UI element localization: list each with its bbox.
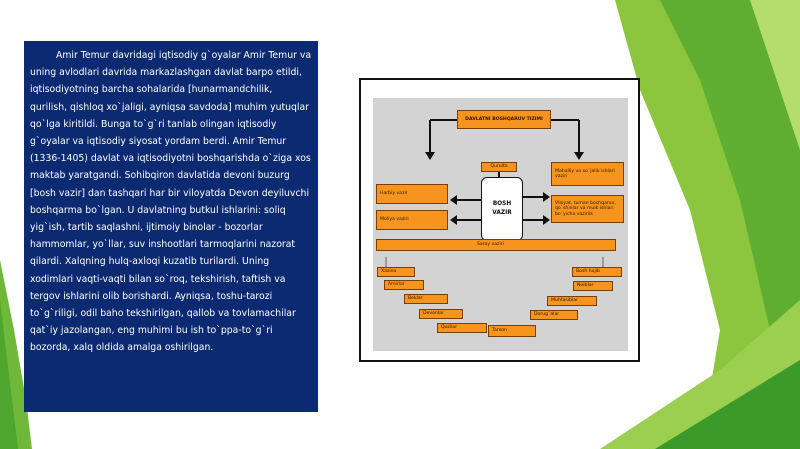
cascade-right-dorugalar: Dorug`alar bbox=[530, 310, 578, 320]
body-paragraph: Amir Temur davridagi iqtisodiy g`oyalar … bbox=[30, 50, 312, 354]
diagram-figure: DAVLATNI BOSHQARUV TIZIMI Qurulta BOSH V… bbox=[359, 78, 640, 362]
title-right-arrowhead bbox=[574, 152, 584, 160]
title-left-arrowhead bbox=[425, 152, 435, 160]
cascade-left-amirlar: Amirlar bbox=[384, 280, 424, 290]
diagram-area: DAVLATNI BOSHQARUV TIZIMI Qurulta BOSH V… bbox=[373, 98, 628, 351]
cascade-left-beklar: Beklar bbox=[404, 294, 448, 304]
cascade-left-qozilar: Qozilar bbox=[437, 323, 487, 333]
moliya-arrowhead bbox=[450, 215, 457, 225]
cascade-right-noiblar: Noiblar bbox=[573, 281, 613, 291]
mahalliy-arrowhead bbox=[543, 192, 550, 202]
bosh-vazir-line1: BOSH bbox=[492, 201, 512, 207]
harbiy-vazir-box: Harbiy vazir bbox=[376, 184, 448, 204]
saroy-vaziri-bar: Saroy vaziri bbox=[376, 239, 616, 251]
viloyat-vazirlik-box: Viloyat, tuman boshqaruv, qo`shinlar va … bbox=[551, 195, 624, 223]
mahalliy-vazir-box: Mahalliy va xo`jalik ishlari vaziri bbox=[551, 162, 624, 186]
cascade-left-devonlar: Devonlar bbox=[419, 309, 463, 319]
diagram-title-box: DAVLATNI BOSHQARUV TIZIMI bbox=[457, 110, 551, 129]
viloyat-arrowhead bbox=[543, 215, 550, 225]
cascade-right-bosh-hojib: Bosh hojib bbox=[572, 267, 622, 277]
bosh-vazir-line2: VAZIR bbox=[492, 210, 512, 216]
harbiy-arrowhead bbox=[450, 195, 457, 205]
qurulta-box: Qurulta bbox=[481, 162, 517, 172]
tarxon-box: Tarxon bbox=[488, 325, 536, 337]
cascade-right-muhtasiblar: Muhtasiblar bbox=[547, 296, 597, 306]
text-panel: Amir Temur davridagi iqtisodiy g`oyalar … bbox=[24, 41, 318, 412]
moliya-vaziri-box: Moliya vaziri bbox=[376, 210, 448, 230]
cascade-left-xazina: Xazina bbox=[377, 267, 415, 277]
bosh-vazir-box: BOSH VAZIR bbox=[481, 177, 523, 241]
